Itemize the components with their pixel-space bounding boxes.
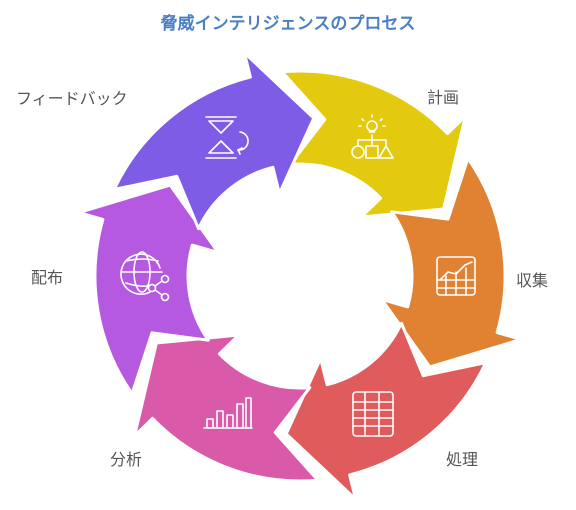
- segment-feedback: [112, 51, 316, 231]
- table-icon: [352, 391, 394, 437]
- bar-chart-icon: [203, 397, 253, 429]
- stage-label-feedback: フィードバック: [16, 89, 128, 108]
- segment-process: [284, 321, 488, 501]
- stage-label-distribute: 配布: [31, 268, 64, 287]
- stage-label-collect: 収集: [516, 271, 549, 290]
- spreadsheet-chart-icon: [436, 256, 476, 296]
- globe-share-icon: [120, 251, 170, 302]
- feedback-loop-icon: [205, 116, 249, 159]
- stage-label-plan: 計画: [427, 88, 460, 107]
- diagram-title: 脅威インテリジェンスのプロセス: [160, 14, 416, 34]
- segment-analyze: [133, 333, 320, 483]
- segment-collect: [380, 156, 523, 369]
- stage-label-process: 処理: [446, 450, 479, 469]
- segment-plan: [280, 69, 467, 219]
- stage-label-analyze: 分析: [110, 450, 143, 469]
- planning-hierarchy-icon: [351, 114, 394, 159]
